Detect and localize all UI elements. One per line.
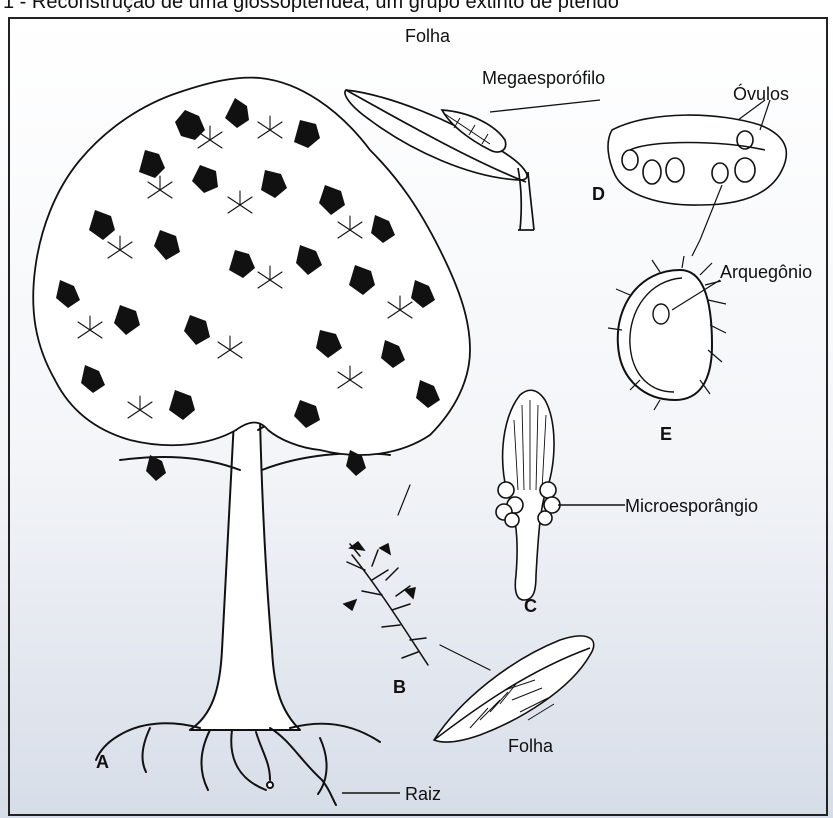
letter-e: E [660, 424, 672, 444]
letter-c: C [524, 596, 537, 616]
label-megasporophyll: Megaesporófilo [482, 68, 605, 88]
label-folha-bottom: Folha [508, 736, 554, 756]
label-ovules: Óvulos [733, 83, 789, 104]
letter-d: D [592, 184, 605, 204]
letter-b: B [393, 677, 406, 697]
label-root: Raiz [405, 784, 441, 804]
label-folha-top: Folha [405, 26, 451, 46]
label-archegonium: Arquegônio [720, 262, 812, 282]
label-microsporangium: Microesporângio [625, 496, 758, 516]
letter-a: A [96, 752, 109, 772]
